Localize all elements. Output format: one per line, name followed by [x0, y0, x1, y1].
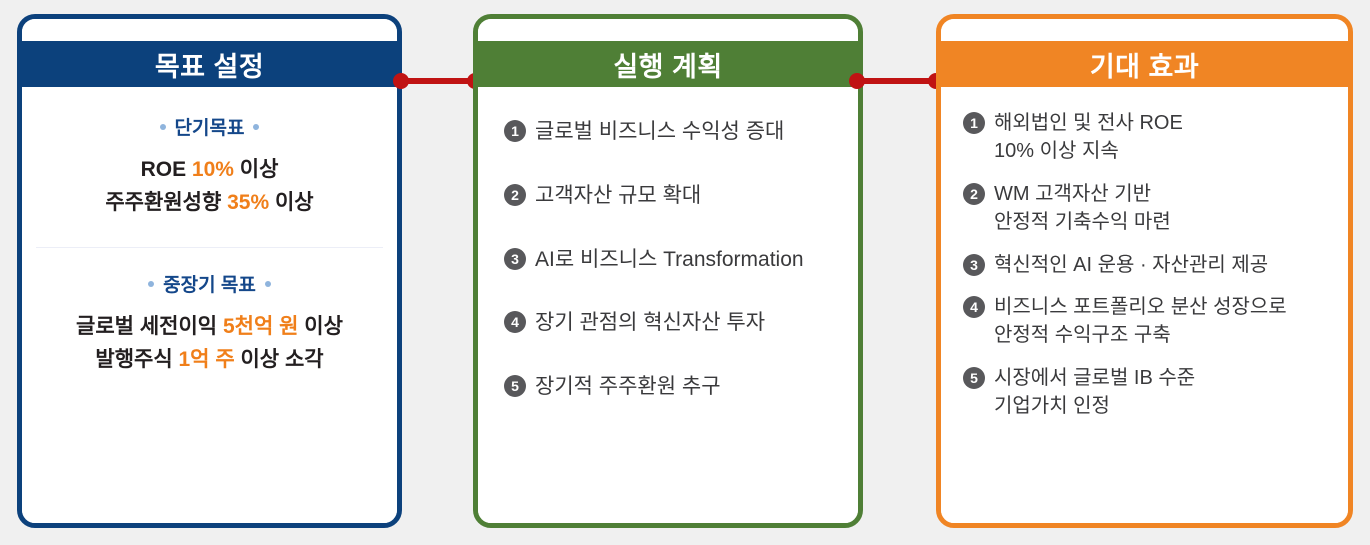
- list-item: 3 혁신적인 AI 운용 · 자산관리 제공: [963, 251, 1348, 279]
- list-item: 2 WM 고객자산 기반 안정적 기축수익 마련: [963, 180, 1348, 237]
- number-badge-icon: 2: [963, 182, 985, 205]
- goal-line: ROE 10% 이상: [22, 154, 397, 187]
- goal-subtitle-mid-long-term-label: 중장기 목표: [163, 275, 256, 297]
- number-badge-icon: 4: [504, 311, 526, 334]
- goal-text-highlight: 5천억 원: [222, 315, 299, 339]
- list-item-label: 장기 관점의 혁신자산 투자: [535, 311, 766, 335]
- card-goals-body: 단기목표 ROE 10% 이상 주주환원성향 35% 이상 중장기 목표: [22, 87, 397, 523]
- bullet-dot-right-icon: [253, 123, 260, 130]
- number-badge-icon: 3: [504, 247, 526, 270]
- list-item: 1 해외법인 및 전사 ROE 10% 이상 지속: [963, 109, 1348, 166]
- list-item: 2 고객자산 규모 확대: [504, 181, 858, 211]
- bullet-dot-left-icon: [159, 123, 166, 130]
- list-item: 1 글로벌 비즈니스 수익성 증대: [504, 117, 858, 147]
- card-top-gap: [941, 19, 1348, 41]
- card-top-gap: [478, 19, 858, 41]
- goal-group-short-term: 단기목표 ROE 10% 이상 주주환원성향 35% 이상: [22, 87, 397, 219]
- goal-line: 주주환원성향 35% 이상: [22, 187, 397, 220]
- connector-plan-to-effect: [849, 71, 944, 91]
- goal-divider: [36, 247, 383, 249]
- goal-text-highlight: 1억 주: [178, 347, 235, 371]
- list-item-label: WM 고객자산 기반 안정적 기축수익 마련: [994, 182, 1171, 234]
- list-item-label: 글로벌 비즈니스 수익성 증대: [535, 120, 785, 143]
- goal-subtitle-short-term: 단기목표: [22, 113, 397, 140]
- goal-text-highlight: 10%: [191, 158, 234, 181]
- list-item-label: 해외법인 및 전사 ROE 10% 이상 지속: [994, 112, 1183, 163]
- list-item-label: 혁신적인 AI 운용 · 자산관리 제공: [994, 253, 1269, 276]
- card-effect-title: 기대 효과: [941, 41, 1348, 87]
- goal-text-part: ROE: [140, 158, 192, 181]
- list-item-label: 비즈니스 포트폴리오 분산 성장으로 안정적 수익구조 구축: [994, 295, 1287, 347]
- plan-list: 1 글로벌 비즈니스 수익성 증대 2 고객자산 규모 확대 3 AI로 비즈니…: [478, 87, 858, 402]
- card-goals[interactable]: 목표 설정 단기목표 ROE 10% 이상 주주환원성향 35% 이상: [17, 14, 402, 528]
- number-badge-icon: 1: [963, 112, 985, 134]
- goal-text-part: 이상: [233, 158, 279, 181]
- connector-dot-left-icon: [849, 73, 865, 89]
- card-goals-title: 목표 설정: [22, 41, 397, 87]
- list-item-label: 시장에서 글로벌 IB 수준 기업가치 인정: [994, 366, 1196, 418]
- card-plan-title: 실행 계획: [478, 41, 858, 87]
- bullet-dot-left-icon: [148, 280, 155, 287]
- list-item-label: AI로 비즈니스 Transformation: [535, 247, 804, 271]
- list-item-label: 장기적 주주환원 추구: [535, 375, 721, 399]
- goal-line: 글로벌 세전이익 5천억 원 이상: [22, 311, 397, 344]
- card-plan[interactable]: 실행 계획 1 글로벌 비즈니스 수익성 증대 2 고객자산 규모 확대 3 A…: [473, 14, 863, 528]
- number-badge-icon: 2: [504, 183, 526, 206]
- number-badge-icon: 3: [963, 253, 985, 276]
- goal-line: 발행주식 1억 주 이상 소각: [22, 344, 397, 377]
- goal-text-part: 글로벌 세전이익: [76, 315, 223, 339]
- goal-text-highlight: 35%: [227, 190, 270, 214]
- bullet-dot-right-icon: [264, 280, 271, 287]
- card-effect-body: 1 해외법인 및 전사 ROE 10% 이상 지속 2 WM 고객자산 기반 안…: [941, 87, 1348, 523]
- list-item-label: 고객자산 규모 확대: [535, 183, 702, 207]
- connector-goals-to-plan: [393, 71, 483, 91]
- number-badge-icon: 1: [504, 120, 526, 142]
- list-item: 5 시장에서 글로벌 IB 수준 기업가치 인정: [963, 364, 1348, 421]
- number-badge-icon: 5: [963, 366, 985, 389]
- goal-subtitle-short-term-label: 단기목표: [174, 118, 245, 139]
- goal-text-part: 이상: [269, 190, 314, 214]
- number-badge-icon: 4: [963, 295, 985, 318]
- number-badge-icon: 5: [504, 375, 526, 398]
- goal-text-part: 발행주식: [95, 347, 179, 371]
- goal-group-mid-long-term: 중장기 목표 글로벌 세전이익 5천억 원 이상 발행주식 1억 주 이상 소각: [22, 248, 397, 376]
- effect-list: 1 해외법인 및 전사 ROE 10% 이상 지속 2 WM 고객자산 기반 안…: [941, 87, 1348, 421]
- card-plan-body: 1 글로벌 비즈니스 수익성 증대 2 고객자산 규모 확대 3 AI로 비즈니…: [478, 87, 858, 523]
- connector-line: [853, 78, 940, 84]
- list-item: 4 장기 관점의 혁신자산 투자: [504, 308, 858, 338]
- card-top-gap: [22, 19, 397, 41]
- goal-text-part: 이상 소각: [234, 347, 324, 371]
- card-effect[interactable]: 기대 효과 1 해외법인 및 전사 ROE 10% 이상 지속 2 WM 고객자…: [936, 14, 1353, 528]
- connector-dot-left-icon: [393, 73, 409, 89]
- list-item: 3 AI로 비즈니스 Transformation: [504, 245, 858, 275]
- list-item: 4 비즈니스 포트폴리오 분산 성장으로 안정적 수익구조 구축: [963, 293, 1348, 350]
- goal-subtitle-mid-long-term: 중장기 목표: [22, 270, 397, 297]
- connector-line: [397, 78, 479, 84]
- list-item: 5 장기적 주주환원 추구: [504, 372, 858, 402]
- goal-text-part: 주주환원성향: [105, 190, 228, 214]
- goal-text-part: 이상: [298, 315, 343, 339]
